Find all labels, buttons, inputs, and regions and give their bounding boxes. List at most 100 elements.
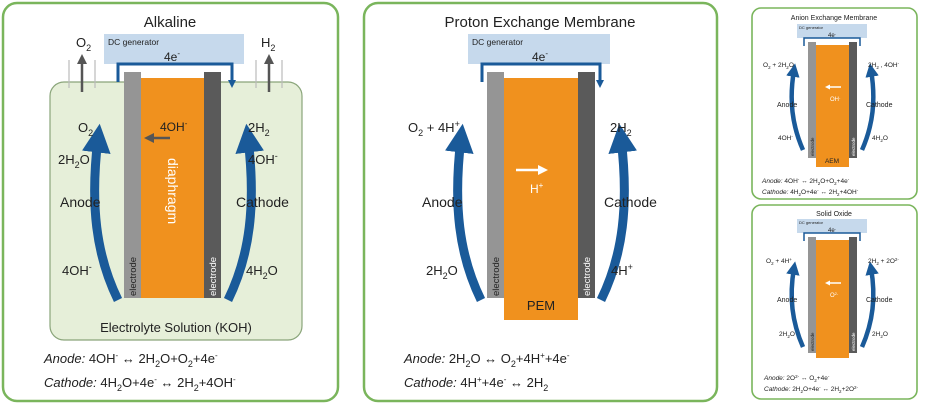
solid-oxide-electrode-left-label: electrode xyxy=(810,332,815,351)
solid-oxide-electrode-right-label: electrode xyxy=(851,332,856,351)
solid-oxide-anode-equation: Anode: 2O2- ↔ O2+4e- xyxy=(763,374,830,383)
solid-oxide-cathode-top: 2H2 + 2O2- xyxy=(868,257,899,266)
aem-cathode-top: 2H2 , 4OH- xyxy=(868,61,900,70)
alkaline-wire xyxy=(116,62,234,82)
solid-oxide-electron-label: 4e- xyxy=(828,226,837,234)
alkaline-cathode-equation: Cathode: 4H2O+4e- ↔ 2H2+4OH- xyxy=(44,375,236,393)
aem-cathode-electrode xyxy=(849,42,857,158)
pem-anode-arrow xyxy=(444,123,486,302)
h2-outlet xyxy=(255,54,283,92)
pem-wire xyxy=(480,62,602,82)
pem-electron-label: 4e- xyxy=(532,49,548,64)
aem-cathode-arrow xyxy=(859,63,879,151)
pem-anode-equation: Anode: 2H2O ↔ O2+4H++4e- xyxy=(403,351,570,369)
alkaline-diaphragm xyxy=(141,78,204,298)
aem-anode-arrow xyxy=(786,63,806,151)
anode-h2o-label: 2H2O xyxy=(58,152,90,170)
alkaline-cathode-label: Cathode xyxy=(236,194,289,210)
solid-oxide-cathode-electrode xyxy=(849,237,857,353)
pem-membrane xyxy=(504,78,578,320)
pem-ion-arrowhead xyxy=(538,165,548,175)
aem-panel: Anion Exchange Membrane DC generator 4e-… xyxy=(751,7,918,200)
solid-oxide-generator-label: DC generator xyxy=(799,220,824,225)
o2-outlet xyxy=(68,54,96,92)
cathode-oh-label: 4OH- xyxy=(248,151,278,167)
alkaline-electrode-right-label: electrode xyxy=(208,257,219,296)
solid-oxide-cathode-label: Cathode xyxy=(866,297,893,304)
solid-oxide-cathode-equation: Cathode: 2H2O+4e- ↔ 2H2+2O2- xyxy=(764,385,859,394)
alkaline-title: Alkaline xyxy=(144,14,197,31)
alkaline-anode-equation: Anode: 4OH- ↔ 2H2O+O2+4e- xyxy=(43,351,218,369)
alkaline-electrode-left-label: electrode xyxy=(128,257,139,296)
aem-generator-label: DC generator xyxy=(799,25,824,30)
aem-anode-top: O2 + 2H2O xyxy=(763,62,794,70)
alkaline-dc-generator xyxy=(104,34,244,64)
solid-oxide-anode-arrow xyxy=(786,261,806,348)
pem-cathode-arrow xyxy=(596,123,638,302)
solid-oxide-ion-arrowhead xyxy=(825,280,830,286)
solid-oxide-cathode-bottom: 2H2O xyxy=(872,331,888,339)
solid-oxide-wire xyxy=(803,232,861,241)
pem-cathode-electrode xyxy=(578,72,595,298)
aem-electrode-left-label: electrode xyxy=(810,137,815,156)
aem-membrane-ion: OH- xyxy=(830,95,841,103)
alkaline-cathode-arrow xyxy=(223,123,265,302)
alkaline-ion-arrowhead xyxy=(144,133,154,143)
cathode-h2o-label: 4H2O xyxy=(246,263,278,281)
cathode-h2-label: 2H2 xyxy=(248,120,270,138)
pem-anode-bottom: 2H2O xyxy=(426,263,458,281)
pem-membrane-label: PEM xyxy=(527,298,555,313)
electrolyte-label: Electrolyte Solution (KOH) xyxy=(100,320,252,335)
solid-oxide-anode-bottom: 2H2O xyxy=(779,331,795,339)
aem-cathode-label: Cathode xyxy=(866,102,893,109)
aem-electrode-right-label: electrode xyxy=(851,137,856,156)
diaphragm-label: diaphragm xyxy=(165,158,181,224)
aem-electron-label: 4e- xyxy=(828,31,837,39)
alkaline-cathode-electrode xyxy=(204,72,221,298)
pem-title: Proton Exchange Membrane xyxy=(445,14,636,31)
aem-anode-equation: Anode: 4OH- ↔ 2H2O+O2+4e- xyxy=(761,177,850,186)
pem-cathode-top: 2H2 xyxy=(610,120,632,138)
solid-oxide-electrolyte xyxy=(816,240,849,358)
pem-wire-arrowhead xyxy=(596,80,604,88)
pem-anode-label: Anode xyxy=(422,194,463,210)
aem-dc-generator xyxy=(797,24,867,38)
alkaline-anode-arrow xyxy=(81,123,123,302)
solid-oxide-cathode-arrow xyxy=(859,261,879,348)
pem-generator-label: DC generator xyxy=(472,37,523,47)
alkaline-electron-label: 4e- xyxy=(164,49,180,64)
solid-oxide-anode-label: Anode xyxy=(777,297,797,304)
solid-oxide-membrane-ion: O2- xyxy=(830,291,839,299)
solid-oxide-dc-generator xyxy=(797,219,867,233)
alkaline-membrane-ion: 4OH- xyxy=(160,119,188,134)
pem-cathode-bottom: 4H+ xyxy=(611,262,633,278)
aem-cathode-equation: Cathode: 4H2O+4e- ↔ 2H2+4OH- xyxy=(762,188,859,197)
alkaline-wire-arrowhead xyxy=(228,80,236,88)
pem-electrode-left-label: electrode xyxy=(491,257,502,296)
aem-ion-arrowhead xyxy=(825,84,830,90)
pem-panel: Proton Exchange Membrane DC generator 4e… xyxy=(362,1,719,403)
aem-anode-electrode xyxy=(808,42,816,158)
aem-cathode-bottom: 4H2O xyxy=(872,135,888,143)
aem-membrane xyxy=(816,45,849,167)
aem-anode-bottom: 4OH- xyxy=(778,134,793,142)
pem-cathode-equation: Cathode: 4H++4e- ↔ 2H2 xyxy=(404,375,548,393)
pem-cathode-label: Cathode xyxy=(604,194,657,210)
pem-electrode-right-label: electrode xyxy=(582,257,593,296)
pem-dc-generator xyxy=(468,34,610,64)
alkaline-anode-label: Anode xyxy=(60,194,101,210)
aem-title: Anion Exchange Membrane xyxy=(791,15,877,22)
aem-membrane-label: AEM xyxy=(825,158,839,165)
solid-oxide-anode-top: O2 + 4H+ xyxy=(766,257,792,266)
alkaline-generator-label: DC generator xyxy=(108,37,159,47)
solid-oxide-title: Solid Oxide xyxy=(816,211,852,218)
alkaline-panel: Alkaline DC generator 4e- O2 H2 electrod… xyxy=(1,1,340,403)
solid-oxide-anode-electrode xyxy=(808,237,816,353)
solid-oxide-panel: Solid Oxide DC generator 4e- electrode e… xyxy=(751,204,918,400)
aem-anode-label: Anode xyxy=(777,102,797,109)
anode-oh-label: 4OH- xyxy=(62,262,92,278)
aem-wire xyxy=(803,37,861,46)
alkaline-anode-electrode xyxy=(124,72,141,298)
pem-anode-electrode xyxy=(487,72,504,298)
